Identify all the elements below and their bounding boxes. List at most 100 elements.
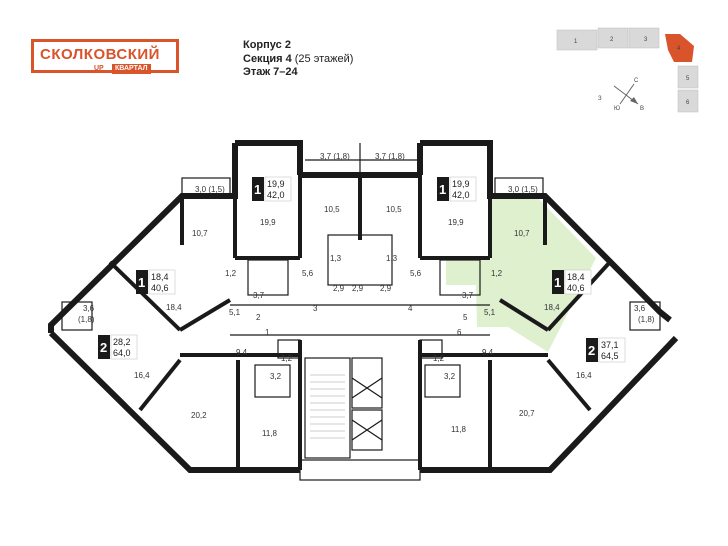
minimap: 1 2 3 4 5 6 С В Ю З (556, 27, 699, 113)
minimap-section-6[interactable] (677, 89, 699, 113)
badge-rooms: 1 (138, 275, 145, 290)
logo-suffix: КВАРТАЛ (112, 64, 151, 74)
room-area: 3,6 (634, 304, 646, 313)
room-area: 1,2 (491, 269, 503, 278)
minimap-label-1: 1 (574, 39, 578, 45)
room-area: 4 (408, 304, 413, 313)
room-area: 5,6 (410, 269, 422, 278)
badge-living: 18,4 (151, 272, 169, 282)
room-area: 10,7 (192, 229, 208, 238)
brand-logo: СКОЛКОВСКИЙ UP КВАРТАЛ (31, 39, 179, 74)
staircase (310, 374, 345, 439)
room-area: 6 (457, 328, 462, 337)
room-area: 5,1 (229, 308, 241, 317)
compass-west: З (598, 96, 602, 102)
section-floors: (25 этажей) (294, 52, 354, 65)
room-area: 3,7 (253, 291, 265, 300)
apartment-badge-2-right[interactable]: 2 37,1 64,5 (586, 337, 626, 363)
badge-total: 40,6 (151, 283, 169, 293)
badge-rooms: 1 (554, 275, 561, 290)
interior-walls (108, 175, 612, 470)
compass-icon: С В Ю З (598, 78, 644, 112)
room-area: 5,6 (302, 269, 314, 278)
room-area: 1,2 (433, 354, 445, 363)
room-area: 1,3 (330, 254, 342, 263)
badge-total: 42,0 (267, 190, 285, 200)
room-area: 1,3 (386, 254, 398, 263)
room-area: 18,4 (544, 303, 560, 312)
badge-rooms: 1 (439, 182, 446, 197)
compass-east: В (640, 106, 644, 112)
room-area: 3 (313, 304, 318, 313)
section-label: Секция 4 (243, 52, 292, 65)
room-area: 1,2 (281, 354, 293, 363)
room-area: (1,8) (78, 315, 95, 324)
room-area: 10,7 (514, 229, 530, 238)
thin-walls (61, 143, 661, 481)
minimap-section-5[interactable] (677, 65, 699, 89)
floors-label: Этаж 7–24 (243, 66, 298, 78)
minimap-section-3[interactable] (628, 27, 660, 49)
badge-living: 19,9 (452, 179, 470, 189)
outer-walls (48, 140, 679, 473)
apartment-badge-1-top-left[interactable]: 1 19,9 42,0 (252, 176, 292, 202)
apartment-badge-1-left[interactable]: 1 18,4 40,6 (136, 269, 176, 295)
badge-total: 42,0 (452, 190, 470, 200)
room-area: 2,9 (333, 284, 345, 293)
apartment-badge-2-left[interactable]: 2 28,2 64,0 (98, 334, 138, 360)
room-area: 3,7 (462, 291, 474, 300)
room-area: 16,4 (134, 371, 150, 380)
room-area: 5,1 (484, 308, 496, 317)
room-area: 11,8 (262, 429, 278, 438)
room-area: 19,9 (260, 218, 276, 227)
room-area-labels: 3,0 (1,5) 3,7 (1,8) 3,7 (1,8) 3,0 (1,5) … (78, 152, 655, 438)
logo-prefix: UP (94, 65, 104, 72)
room-area: 3,6 (83, 304, 95, 313)
room-area: 10,5 (324, 205, 340, 214)
room-area: 1 (265, 328, 270, 337)
room-area: 2,9 (352, 284, 364, 293)
room-area: 3,2 (270, 372, 282, 381)
apartment-badge-1-right[interactable]: 1 18,4 40,6 (552, 269, 592, 295)
room-area: 19,9 (448, 218, 464, 227)
badge-living: 28,2 (113, 337, 131, 347)
minimap-label-3: 3 (644, 37, 648, 43)
badge-rooms: 2 (100, 340, 107, 355)
minimap-label-6: 6 (686, 100, 690, 106)
room-area: 5 (463, 313, 468, 322)
room-area: 20,7 (519, 409, 535, 418)
room-area: 11,8 (451, 425, 467, 434)
room-area: 2 (256, 313, 261, 322)
badge-rooms: 1 (254, 182, 261, 197)
minimap-label-5: 5 (686, 76, 690, 82)
apartment-highlight[interactable] (446, 196, 596, 352)
room-area: 3,0 (1,5) (508, 185, 538, 194)
logo-name: СКОЛКОВСКИЙ (40, 46, 160, 63)
badge-living: 18,4 (567, 272, 585, 282)
room-area: 3,7 (1,8) (320, 152, 350, 161)
compass-north: С (634, 78, 639, 84)
badge-living: 19,9 (267, 179, 285, 189)
apartment-badge-1-top-right[interactable]: 1 19,9 42,0 (437, 176, 477, 202)
section-line: Секция 4 (25 этажей) (243, 53, 353, 67)
room-area: 20,2 (191, 411, 207, 420)
minimap-section-2[interactable] (597, 27, 629, 49)
badge-living: 37,1 (601, 340, 619, 350)
korpus-label: Корпус 2 (243, 39, 291, 51)
compass-south: Ю (614, 106, 620, 112)
badge-rooms: 2 (588, 343, 595, 358)
building-info: Корпус 2 Секция 4 (25 этажей) Этаж 7–24 (243, 39, 353, 80)
minimap-section-4[interactable] (665, 34, 694, 62)
room-area: 9,4 (236, 348, 248, 357)
badge-total: 64,0 (113, 348, 131, 358)
room-area: 3,0 (1,5) (195, 185, 225, 194)
room-area: 2,9 (380, 284, 392, 293)
minimap-label-2: 2 (610, 37, 614, 43)
room-area: 3,2 (444, 372, 456, 381)
room-area: 9,4 (482, 348, 494, 357)
minimap-section-1[interactable] (556, 29, 598, 51)
room-area: (1,8) (638, 315, 655, 324)
room-area: 16,4 (576, 371, 592, 380)
badge-total: 40,6 (567, 283, 585, 293)
